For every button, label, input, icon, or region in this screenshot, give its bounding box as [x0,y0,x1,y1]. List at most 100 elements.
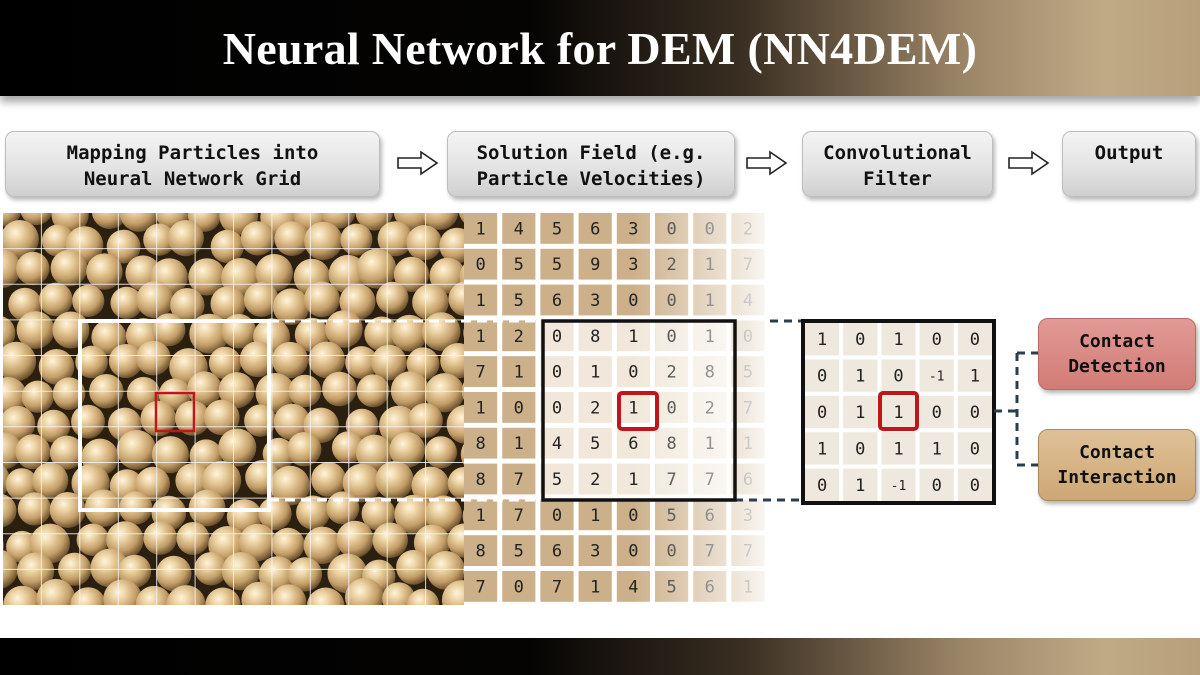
step-output-label: Output [1094,142,1164,164]
particle-sphere [345,346,378,379]
particle-sphere [118,554,152,588]
particle-sphere [390,371,430,410]
particle-sphere [187,371,222,406]
particle-sphere [167,220,204,257]
particle-sphere [135,466,170,502]
arrow-right-icon [746,150,788,176]
particle-sphere [75,345,108,379]
particle-sphere [372,522,408,558]
particle-sphere [108,344,143,378]
step-solution-field-box: Solution Field (e.g. Particle Velocities… [447,131,735,197]
particle-sphere [375,461,414,500]
particle-sphere [140,400,177,437]
particle-sphere [304,221,343,261]
solution-field-grid: 1456300205593217156300141208101071010285… [464,213,770,607]
particle-sphere [3,405,36,442]
particle-sphere [221,552,261,591]
page-title: Neural Network for DEM (NN4DEM) [222,22,978,74]
particle-field-image [3,213,464,605]
particle-sphere [308,341,346,379]
filter-cell-value: 1 [932,439,942,459]
particle-sphere [156,555,192,592]
particle-sphere [255,373,296,413]
particle-sphere [210,286,246,322]
particle-sphere [273,403,311,441]
particle-sphere [258,496,292,531]
filter-cell-value: -1 [929,370,945,385]
particle-sphere [376,281,409,315]
step-mapping-label: Mapping Particles into Neural Network Gr… [66,142,319,190]
filter-cell-value: 1 [817,330,827,350]
particle-sphere [389,432,426,468]
particle-sphere [425,495,462,533]
step-mapping-box: Mapping Particles into Neural Network Gr… [5,131,380,197]
particle-sphere [421,213,459,230]
particle-sphere [176,522,210,555]
selected-cell-highlight [154,391,196,433]
title-bar: Neural Network for DEM (NN4DEM) [0,0,1200,96]
particle-sphere [103,579,143,605]
particle-sphere [270,465,310,506]
filter-cell-value: 0 [855,439,865,459]
particle-sphere [303,526,341,564]
particle-sphere [170,288,205,323]
particle-sphere [3,316,16,350]
particle-sphere [463,328,464,338]
filter-cell-value: 0 [970,330,980,350]
particle-sphere [274,221,310,256]
particle-sphere [240,221,275,256]
particle-sphere [70,587,106,605]
particle-sphere [460,443,464,465]
particle-sphere [90,548,129,588]
particle-sphere [336,520,374,558]
particle-sphere [287,557,323,592]
particle-sphere [342,463,382,503]
particle-sphere [52,311,90,349]
arrow-right-icon [397,150,439,176]
particle-sphere [21,380,54,413]
particle-sphere [406,225,442,261]
filter-cell-value: 0 [970,403,980,423]
particle-sphere [447,523,464,558]
particle-sphere [119,213,159,232]
particle-sphere [136,281,174,319]
particle-sphere [306,587,345,605]
contact-interaction-box: Contact Interaction [1038,429,1196,501]
particle-sphere [194,552,228,586]
particle-sphere [52,377,86,410]
particle-sphere [440,343,464,379]
particle-sphere [439,227,464,264]
particle-sphere [411,466,450,505]
particle-sphere [158,378,191,411]
filter-cell-value: 0 [970,439,980,459]
particle-sphere [72,284,105,317]
particle-sphere [50,249,88,287]
particle-sphere [424,436,457,469]
particle-sphere [119,491,153,525]
contact-detection-label: Contact Detection [1068,331,1166,377]
filter-cell-value: 0 [893,367,903,387]
particle-sphere [272,288,310,325]
particle-sphere [37,409,70,443]
particle-sphere [3,494,17,528]
particle-sphere [287,432,322,467]
particle-sphere [412,284,449,321]
particle-sphere [462,509,464,524]
filter-cell-value: 1 [893,330,903,350]
filter-cell-value: 0 [855,330,865,350]
particle-sphere [210,229,244,263]
particle-sphere [448,281,464,317]
particle-sphere [425,373,464,413]
filter-cell-value: 0 [970,476,980,496]
particle-sphere [458,213,464,223]
particle-sphere [106,521,144,559]
step-solution-field-label: Solution Field (e.g. Particle Velocities… [476,142,706,190]
step-filter-label: Convolutional Filter [823,142,972,190]
particle-sphere [218,428,257,467]
filter-to-output-connectors [994,351,1038,467]
particle-sphere [17,492,51,526]
particle-sphere [271,527,305,561]
particle-sphere [377,221,413,257]
filter-cell-value: 0 [932,403,942,423]
step-filter-box: Convolutional Filter [802,131,993,197]
